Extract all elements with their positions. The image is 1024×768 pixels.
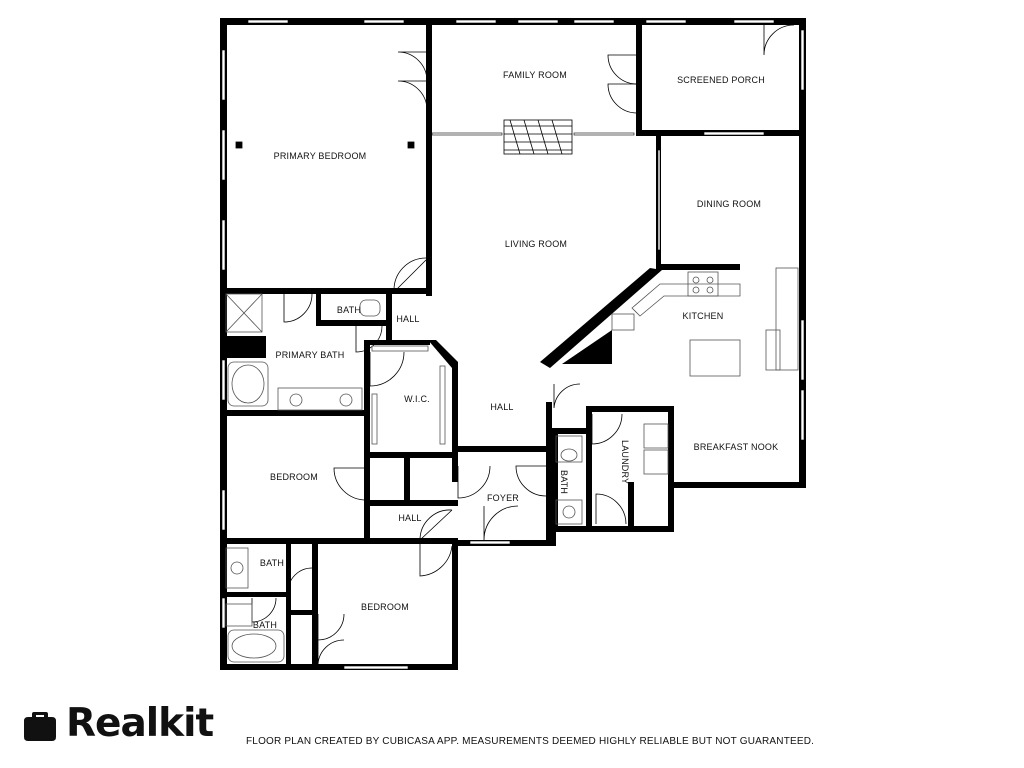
door-swing xyxy=(515,465,547,497)
doors xyxy=(251,24,795,665)
room-label-bedroom: BEDROOM xyxy=(361,602,409,612)
door-swing xyxy=(251,597,277,623)
door-swing xyxy=(333,467,367,501)
bathtub xyxy=(227,629,285,663)
door-swing xyxy=(419,540,453,577)
room-label-hall: HALL xyxy=(398,513,421,523)
room-label-laundry: LAUNDRY xyxy=(620,440,630,484)
kitchen-sink xyxy=(611,313,635,331)
room-label-foyer: FOYER xyxy=(487,493,519,503)
sink xyxy=(555,499,583,525)
door-swing xyxy=(419,509,453,541)
disclaimer-text: FLOOR PLAN CREATED BY CUBICASA APP. MEAS… xyxy=(246,736,815,747)
windows xyxy=(221,19,805,670)
exterior-walls xyxy=(220,18,806,670)
room-label-bath: BATH xyxy=(260,558,284,568)
sink xyxy=(225,547,249,589)
door-swing xyxy=(393,257,427,291)
fixtures xyxy=(225,119,799,663)
door-swing xyxy=(317,639,345,665)
door-swing xyxy=(397,80,428,111)
room-label-bath: BATH xyxy=(337,305,361,315)
dryer xyxy=(643,449,669,475)
range xyxy=(687,271,719,297)
room-label-hall: HALL xyxy=(490,402,513,412)
room-label-bath: BATH xyxy=(559,470,569,494)
door-swing xyxy=(483,505,519,541)
door-swing xyxy=(763,24,795,56)
island xyxy=(689,339,741,377)
door-swing xyxy=(397,51,428,82)
room-label-primary-bedroom: PRIMARY BEDROOM xyxy=(274,151,367,161)
door-swing xyxy=(607,83,638,114)
bathtub xyxy=(227,361,269,407)
room-label-screened-porch: SCREENED PORCH xyxy=(677,75,765,85)
washer xyxy=(643,423,669,449)
room-label-kitchen: KITCHEN xyxy=(683,311,724,321)
counter xyxy=(631,283,741,317)
door-swing xyxy=(591,413,623,445)
interior-walls xyxy=(220,18,806,670)
room-label-bath: BATH xyxy=(253,620,277,630)
pantry-counter xyxy=(775,267,799,371)
door-swing xyxy=(607,54,638,85)
room-label-primary-bath: PRIMARY BATH xyxy=(276,350,345,360)
room-label-wic: W.I.C. xyxy=(404,394,430,404)
door-swing xyxy=(287,567,313,593)
briefcase-icon xyxy=(24,712,56,741)
room-label-family-room: FAMILY ROOM xyxy=(503,70,567,80)
door-swing xyxy=(317,613,345,641)
room-label-living-room: LIVING ROOM xyxy=(505,239,567,249)
room-label-breakfast-nook: BREAKFAST NOOK xyxy=(694,442,779,452)
room-label-hall: HALL xyxy=(396,314,419,324)
door-swing xyxy=(369,351,405,387)
shower xyxy=(225,293,263,333)
toilet xyxy=(555,435,583,463)
door-swing xyxy=(553,383,581,409)
room-labels: PRIMARY BEDROOM FAMILY ROOM SCREENED POR… xyxy=(253,70,778,630)
room-label-dining-room: DINING ROOM xyxy=(697,199,761,209)
door-swing xyxy=(457,465,491,499)
toilet xyxy=(359,299,381,317)
brand-name: Realkit xyxy=(66,701,214,746)
door-swing xyxy=(595,493,627,525)
fireplace xyxy=(503,119,573,155)
room-label-bedroom: BEDROOM xyxy=(270,472,318,482)
toilet xyxy=(225,603,253,627)
vanity xyxy=(277,387,363,411)
brand-logo: Realkit xyxy=(22,701,214,746)
floor-plan: PRIMARY BEDROOM FAMILY ROOM SCREENED POR… xyxy=(220,18,806,670)
door-swing xyxy=(283,293,313,323)
door-swing xyxy=(393,259,427,293)
